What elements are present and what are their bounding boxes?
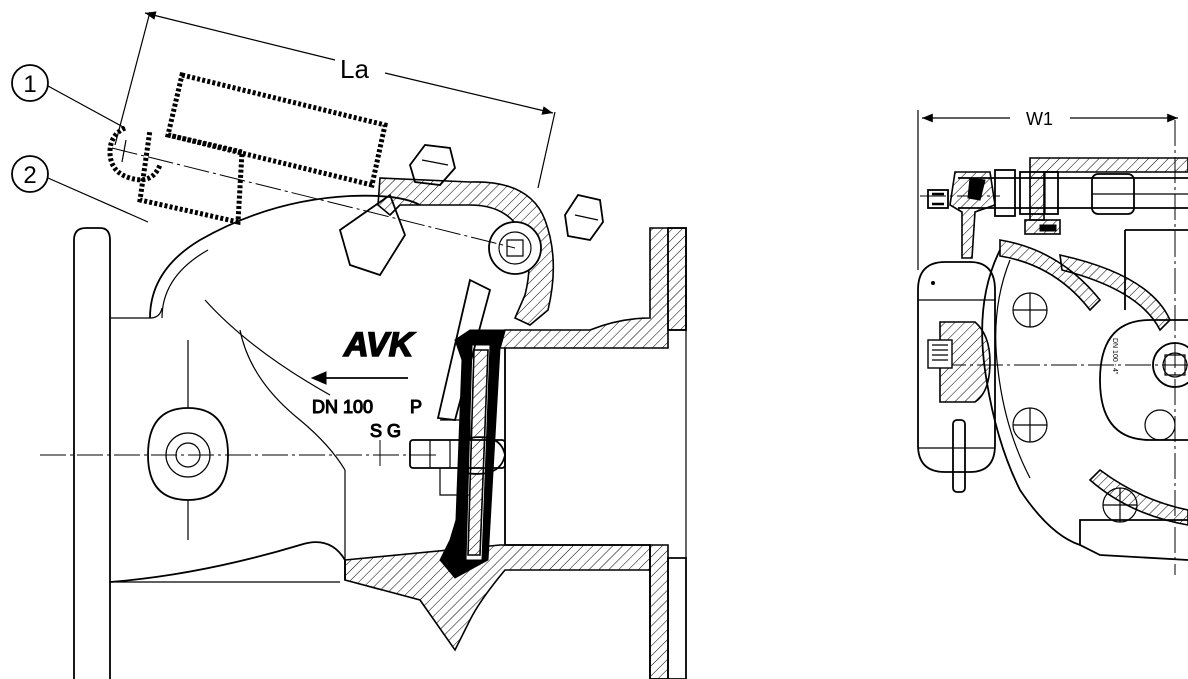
callout-1-leader (47, 85, 126, 129)
callout-1: 1 (11, 64, 126, 129)
body-marking: AVK DN 100 P S G (310, 325, 423, 442)
optional-lever (107, 71, 388, 226)
front-view: AVK DN 100 P S G La 1 (11, 11, 687, 679)
side-body (981, 157, 1188, 561)
dimension-la: La (114, 11, 556, 189)
lever-end-mark (121, 139, 127, 163)
side-size-mark: DN 100 - 4" (1111, 338, 1118, 375)
side-weight (917, 261, 996, 493)
side-clamp (920, 171, 1000, 259)
outlet-section (344, 227, 687, 679)
material-mark: S G (370, 421, 401, 441)
lever-arm-outline (137, 129, 245, 226)
side-view: W1 (917, 109, 1188, 575)
la-label: La (340, 54, 369, 84)
lever-axis-centerline (111, 147, 516, 249)
side-bolt-holes (1012, 292, 1176, 523)
flow-arrow-icon (310, 371, 327, 385)
side-shaft (958, 169, 1188, 235)
side-boss (147, 340, 229, 540)
callout-2-number: 2 (23, 162, 36, 189)
valve-body (109, 194, 421, 583)
w1-label: W1 (1026, 109, 1053, 129)
lever-weight-outline (165, 71, 388, 189)
size-mark: DN 100 (312, 397, 373, 417)
lever-end-outline (107, 125, 163, 183)
valve-disc (409, 329, 506, 579)
pressure-mark: P (410, 397, 422, 417)
callout-2: 2 (11, 155, 149, 223)
arm-bolts (338, 144, 604, 277)
lever-arm (377, 177, 555, 421)
callout-1-number: 1 (23, 71, 36, 98)
callout-2-leader (47, 177, 149, 223)
inlet-flange (73, 227, 340, 679)
dimension-w1: W1 (917, 109, 1178, 270)
avk-logo: AVK (343, 326, 416, 364)
